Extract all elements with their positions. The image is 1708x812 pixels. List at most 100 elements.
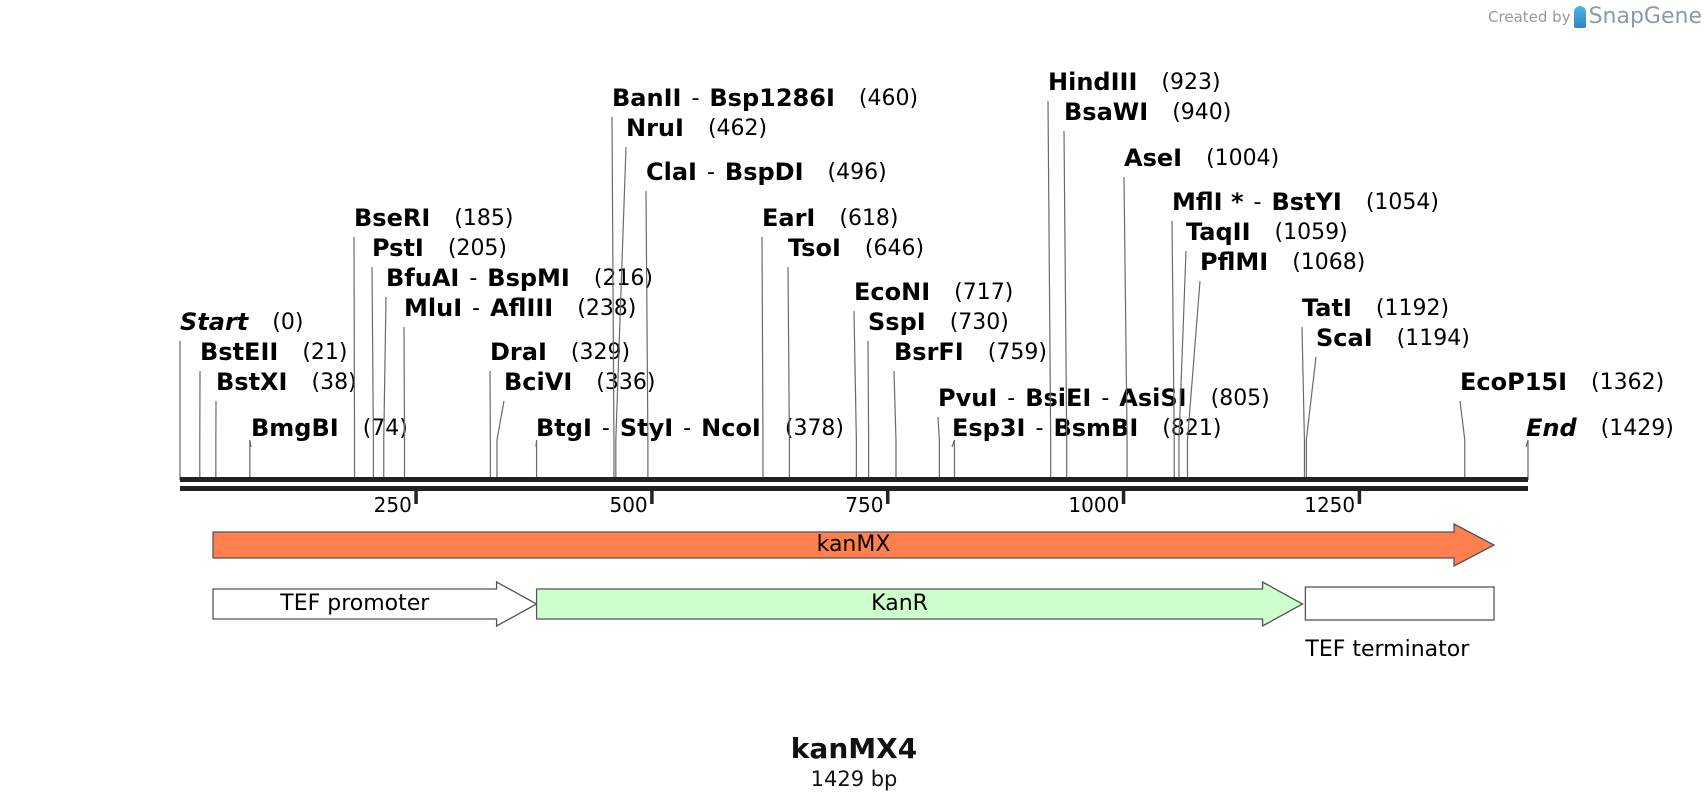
ruler-tick: 250 [374, 491, 418, 517]
site-position: (238) [577, 296, 636, 321]
site-leader-line [951, 439, 956, 480]
site-btgi: BtgI-StyI-NcoI(378) [535, 414, 844, 480]
site-position: (1004) [1206, 146, 1279, 171]
site-enzyme-name: TaqII [1186, 218, 1251, 246]
site-leader-line [1063, 130, 1068, 480]
site-separator: - [469, 266, 477, 291]
site-esp3i: Esp3I-BsmBI(821) [951, 414, 1221, 480]
site-bsawi: BsaWI(940) [1063, 98, 1231, 480]
site-label: Start(0) [180, 308, 303, 336]
site-position: (378) [785, 416, 844, 441]
site-bstxi: BstXI(38) [215, 368, 357, 480]
feature-label: TEF promoter [279, 591, 430, 616]
backbone-bottom-strand [180, 486, 1528, 491]
site-bsrfi: BsrFI(759) [893, 338, 1047, 480]
title-block: kanMX4 1429 bp [0, 732, 1708, 792]
ruler-tick-label: 1250 [1304, 493, 1355, 517]
site-bfuai: BfuAI-BspMI(216) [383, 264, 653, 480]
site-label: TatI(1192) [1302, 294, 1449, 322]
site-end: End(1429) [1525, 414, 1674, 480]
site-start: Start(0) [179, 308, 303, 480]
site-nrui: NruI(462) [615, 114, 767, 480]
site-leader-line [249, 439, 252, 480]
site-isoschizomer-name: BspDI [725, 158, 804, 186]
site-ecop15i: EcoP15I(1362) [1459, 368, 1664, 480]
site-enzyme-name: PvuI [938, 384, 997, 412]
backbone-top-strand [180, 477, 1528, 482]
site-separator: - [707, 160, 715, 185]
ruler-tick: 500 [609, 491, 654, 517]
feature-label: kanMX [817, 532, 891, 557]
site-position: (205) [448, 236, 507, 261]
sequence-length: 1429 bp [810, 767, 898, 791]
site-position: (1059) [1275, 220, 1348, 245]
site-asei: AseI (1004) [1123, 144, 1279, 480]
site-tati: TatI(1192) [1301, 294, 1449, 480]
site-position: (730) [950, 310, 1009, 335]
site-label: NruI(462) [626, 114, 767, 142]
site-leader-line [611, 116, 615, 480]
site-separator: - [1254, 190, 1262, 215]
feature-box [1304, 586, 1495, 621]
site-position: (717) [954, 280, 1013, 305]
site-enzyme-name: TsoI [788, 234, 841, 262]
site-enzyme-name: EcoP15I [1460, 368, 1567, 396]
site-label: BstEII(21) [200, 338, 347, 366]
feature-arrow [535, 580, 1304, 628]
site-isoschizomer-name: BspMI [487, 264, 570, 292]
site-enzyme-name: BmgBI [251, 414, 339, 442]
site-mfli: MflI *-BstYI(1054) [1171, 188, 1439, 480]
site-enzyme-name: BfuAI [386, 264, 459, 292]
ruler-tick-label: 250 [374, 493, 412, 517]
site-position: (460) [859, 86, 918, 111]
site-label: BmgBI(74) [251, 414, 408, 442]
site-label: BsaWI(940) [1064, 98, 1231, 126]
site-enzyme-name: SspI [868, 308, 926, 336]
site-label: HindIII(923) [1048, 68, 1221, 96]
site-label: ScaI(1194) [1316, 324, 1470, 352]
site-enzyme-name: BtgI [536, 414, 592, 442]
site-bsteii: BstEII(21) [199, 338, 347, 480]
site-leader-line [761, 236, 764, 480]
site-position: (216) [594, 266, 653, 291]
site-isoschizomer-name: StyI [620, 414, 673, 442]
site-enzyme-name: BsrFI [894, 338, 964, 366]
site-label: SspI (730) [868, 308, 1009, 336]
site-position: (1192) [1376, 296, 1449, 321]
site-label: BtgI-StyI-NcoI(378) [536, 414, 844, 442]
site-leader-line [1301, 326, 1306, 480]
site-isoschizomer-name: AsiSI [1119, 384, 1186, 412]
site-position: (336) [596, 370, 655, 395]
site-position: (618) [839, 206, 898, 231]
site-label: BseRI(185) [354, 204, 513, 232]
site-separator: - [602, 416, 610, 441]
site-enzyme-name: EarI [762, 204, 815, 232]
feature-kanr: KanR [535, 580, 1304, 628]
site-label: BfuAI-BspMI (216) [386, 264, 653, 292]
site-label: AseI (1004) [1124, 144, 1279, 172]
site-enzyme-name: Esp3I [952, 414, 1026, 442]
site-enzyme-name: PflMI [1200, 248, 1268, 276]
site-position: (329) [571, 340, 630, 365]
site-separator: - [691, 86, 699, 111]
site-enzyme-name: AseI [1124, 144, 1182, 172]
site-mlui: MluI-AflIII(238) [403, 294, 636, 480]
site-position: (940) [1172, 100, 1231, 125]
site-position: (21) [302, 340, 347, 365]
site-leader-line [1459, 400, 1466, 480]
site-psti: PstI(205) [371, 234, 507, 480]
feature-label: KanR [871, 591, 928, 616]
site-label: PstI(205) [372, 234, 507, 262]
site-enzyme-name: End [1526, 414, 1577, 442]
site-isoschizomer-name: BsmBI [1053, 414, 1138, 442]
site-enzyme-name: BseRI [354, 204, 430, 232]
site-pvui: PvuI-BsiEI-AsiSI(805) [937, 384, 1270, 480]
site-leader-line [353, 236, 356, 480]
site-enzyme-name: BciVI [504, 368, 572, 396]
site-leader-line [1525, 439, 1529, 480]
ruler-tick-mark [1357, 491, 1362, 504]
site-leader-line [1047, 100, 1052, 480]
site-isoschizomer-name: AflIII [490, 294, 553, 322]
site-label: EcoNI(717) [854, 278, 1013, 306]
